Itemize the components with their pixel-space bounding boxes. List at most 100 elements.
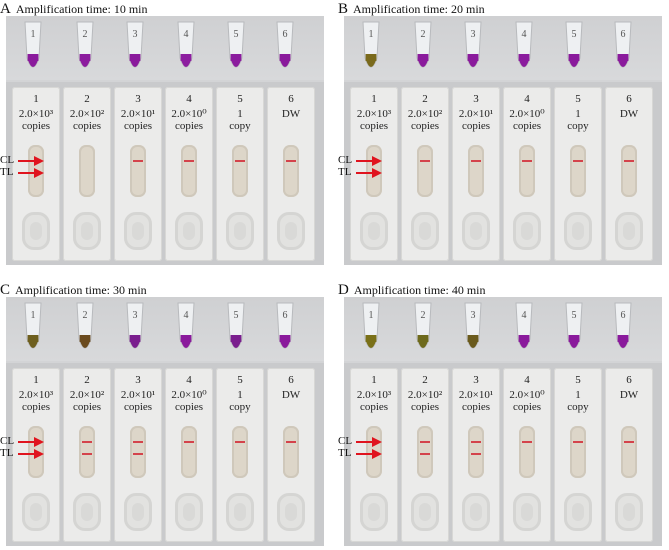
sample-well [513,493,541,531]
strip-amount: 2.0×10² [69,108,105,120]
strip-unit: copies [410,120,440,132]
tube-number: 1 [30,29,36,40]
sample-well-inner [81,222,93,240]
cl-arrow-icon [356,437,382,447]
control-line [133,441,143,443]
tl-arrow-icon [356,168,382,178]
sample-well [175,212,203,250]
sample-well-inner [234,503,246,521]
sample-well-inner [419,503,431,521]
reaction-tube: 1 [22,301,44,359]
sample-well [226,493,254,531]
test-line [82,453,92,455]
tube-icon [464,21,482,68]
panel-letter: D [338,282,349,298]
tube-liquid [418,341,428,348]
sample-well [360,493,388,531]
strip-unit: copy [229,120,251,132]
tube-number: 6 [282,310,288,321]
strip-number: 1 [33,374,39,386]
tube-number: 6 [620,310,626,321]
strip-amount: 2.0×10³ [18,389,54,401]
tl-label: TL [0,447,14,459]
reaction-tube: 2 [412,20,434,78]
result-window [417,426,433,478]
tube-row: 1 2 3 4 5 6 [344,16,662,80]
result-window [181,145,197,197]
result-window [468,145,484,197]
strip-amount: 2.0×10⁰ [171,108,207,120]
tube-number: 5 [233,310,239,321]
tube-icon [276,302,294,349]
sample-well [564,212,592,250]
tube-number: 3 [470,29,476,40]
tube-liquid [569,60,579,67]
strip-unit: copies [174,120,204,132]
test-line [133,453,143,455]
strip-amount: 2.0×10¹ [120,389,156,401]
reaction-tube: 5 [225,20,247,78]
reaction-tube: 3 [124,301,146,359]
control-line [82,441,92,443]
sample-well-inner [81,503,93,521]
sample-well [73,212,101,250]
reaction-tube: 1 [22,20,44,78]
tube-number: 6 [620,29,626,40]
strip-amount: 1 [575,108,581,120]
tube-icon [177,21,195,68]
sample-well-inner [183,503,195,521]
tube-number: 6 [282,29,288,40]
tube-icon [565,21,583,68]
tube-icon [227,302,245,349]
sample-well [462,493,490,531]
strip-amount: 2.0×10¹ [120,108,156,120]
reaction-tube: 2 [74,20,96,78]
strip-amount: 2.0×10³ [356,108,392,120]
tube-liquid [468,60,478,67]
sample-well-inner [234,222,246,240]
tube-icon [126,302,144,349]
panel-title: Amplification time: 30 min [15,283,147,297]
reaction-tube: 2 [412,301,434,359]
strip-amount: 1 [237,389,243,401]
result-window [621,426,637,478]
tube-liquid [366,60,376,67]
sample-well [277,212,305,250]
tube-liquid [130,341,140,348]
reaction-tube: 4 [513,20,535,78]
cl-label: CL [0,435,15,447]
result-window [232,145,248,197]
strip-number: 2 [84,93,90,105]
strip-number: 5 [575,93,581,105]
tube-icon [276,21,294,68]
control-line [522,160,532,162]
tube-number: 2 [420,29,426,40]
sample-well [513,212,541,250]
tube-number: 1 [368,29,374,40]
tube-number: 5 [571,29,577,40]
sample-well [22,493,50,531]
strip-amount: 2.0×10⁰ [509,108,545,120]
strip-unit: copies [410,401,440,413]
strip-unit: copies [512,401,542,413]
strip-unit: copy [567,120,589,132]
tube-liquid [366,341,376,348]
strip-number: 3 [473,374,479,386]
tube-icon [414,302,432,349]
panel-letter: A [0,1,11,17]
sample-well [462,212,490,250]
tube-number: 4 [521,310,527,321]
